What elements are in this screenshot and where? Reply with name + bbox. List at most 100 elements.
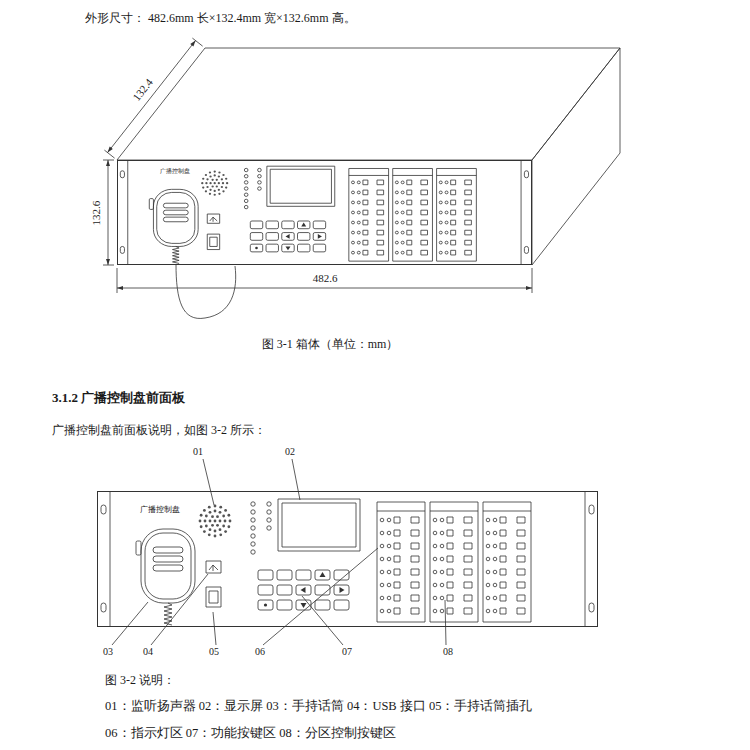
zone-led <box>445 241 448 244</box>
zone-led <box>357 181 360 184</box>
zone-key <box>421 230 428 235</box>
speaker-hole <box>214 182 216 184</box>
callout-number: 05 <box>209 646 219 658</box>
mic-grille <box>153 565 183 571</box>
zone-led <box>401 251 404 254</box>
zone-key <box>517 530 525 536</box>
zone-key <box>517 517 525 523</box>
zone-led <box>401 181 404 184</box>
zone-key <box>517 595 525 601</box>
indicator-led <box>251 510 255 514</box>
mic-cord-loop <box>176 264 236 318</box>
zone-led <box>395 181 398 184</box>
rack-ear-line <box>110 491 111 627</box>
zone-key <box>363 210 368 215</box>
callout-number: 06 <box>255 646 265 658</box>
zone-led <box>493 531 497 535</box>
speaker-hole <box>222 525 225 528</box>
zone-key <box>394 569 400 575</box>
arrow-key-symbol <box>301 603 307 608</box>
zone-key <box>394 530 400 536</box>
zone-led <box>395 221 398 224</box>
zone-key <box>451 190 456 195</box>
indicator-led <box>258 181 262 184</box>
zone-key <box>447 530 453 536</box>
zone-key <box>500 608 506 614</box>
mic-jack <box>207 234 219 249</box>
speaker-hole <box>219 520 222 523</box>
extension-line <box>117 268 118 293</box>
speaker-hole <box>209 171 211 173</box>
dimension-arrow <box>106 160 110 166</box>
function-key <box>296 570 311 580</box>
zone-led <box>439 191 442 194</box>
zone-key <box>377 250 384 255</box>
zone-led <box>401 191 404 194</box>
zone-led <box>439 221 442 224</box>
callout-number: 08 <box>443 646 453 658</box>
zone-key <box>447 608 453 614</box>
zone-led <box>380 557 384 561</box>
key-dot <box>255 247 258 249</box>
zone-led <box>357 211 360 214</box>
rack-ear-line <box>127 160 128 265</box>
speaker-hole <box>225 178 227 180</box>
usb-symbol <box>210 217 217 222</box>
speaker-hole <box>209 520 212 523</box>
zone-led <box>395 251 398 254</box>
speaker-hole <box>214 170 216 172</box>
usb-symbol <box>209 565 218 571</box>
speaker-hole <box>219 533 222 536</box>
zone-led <box>440 596 444 600</box>
zone-key <box>464 517 472 523</box>
speaker-hole <box>224 520 227 523</box>
zone-key <box>517 543 525 549</box>
zone-key <box>447 595 453 601</box>
speaker-hole <box>221 178 223 180</box>
mic-cord <box>172 246 179 263</box>
arrow-key-symbol <box>301 223 306 227</box>
mounting-hole <box>101 505 106 514</box>
function-key <box>298 233 310 241</box>
zone-led <box>486 557 490 561</box>
zone-led <box>440 518 444 522</box>
zone-group <box>377 502 425 622</box>
display-screen-inner <box>270 169 331 203</box>
extension-line <box>104 150 114 158</box>
handheld-mic <box>141 529 195 603</box>
mic-jack <box>206 587 221 607</box>
zone-key <box>447 543 453 549</box>
speaker-hole <box>219 506 222 509</box>
function-key <box>277 600 292 610</box>
speaker-hole <box>205 182 207 184</box>
front-panel-art <box>101 491 594 627</box>
zone-led <box>380 531 384 535</box>
zone-key <box>407 200 412 205</box>
zone-led <box>357 191 360 194</box>
usb-port <box>207 214 219 223</box>
function-key <box>315 570 330 580</box>
speaker-hole <box>211 524 214 527</box>
zone-led <box>486 531 490 535</box>
indicator-led <box>258 175 262 178</box>
zone-led <box>357 241 360 244</box>
key-dot <box>264 603 267 606</box>
function-key <box>313 221 325 229</box>
zone-led <box>351 241 354 244</box>
function-key <box>277 570 292 580</box>
zone-led <box>380 583 384 587</box>
zone-key <box>411 582 419 588</box>
dimension-arrow <box>117 286 123 290</box>
rack-ear-line <box>585 491 586 627</box>
zone-key <box>421 210 428 215</box>
mic-jack-inner <box>209 591 218 603</box>
zone-key <box>377 240 384 245</box>
handheld-mic <box>153 189 198 246</box>
front-panel-figure <box>101 459 594 645</box>
zone-led <box>401 201 404 204</box>
zone-key <box>411 530 419 536</box>
indicator-led <box>251 518 255 522</box>
zone-key <box>465 210 472 215</box>
speaker-hole <box>218 175 220 177</box>
zone-led <box>440 557 444 561</box>
